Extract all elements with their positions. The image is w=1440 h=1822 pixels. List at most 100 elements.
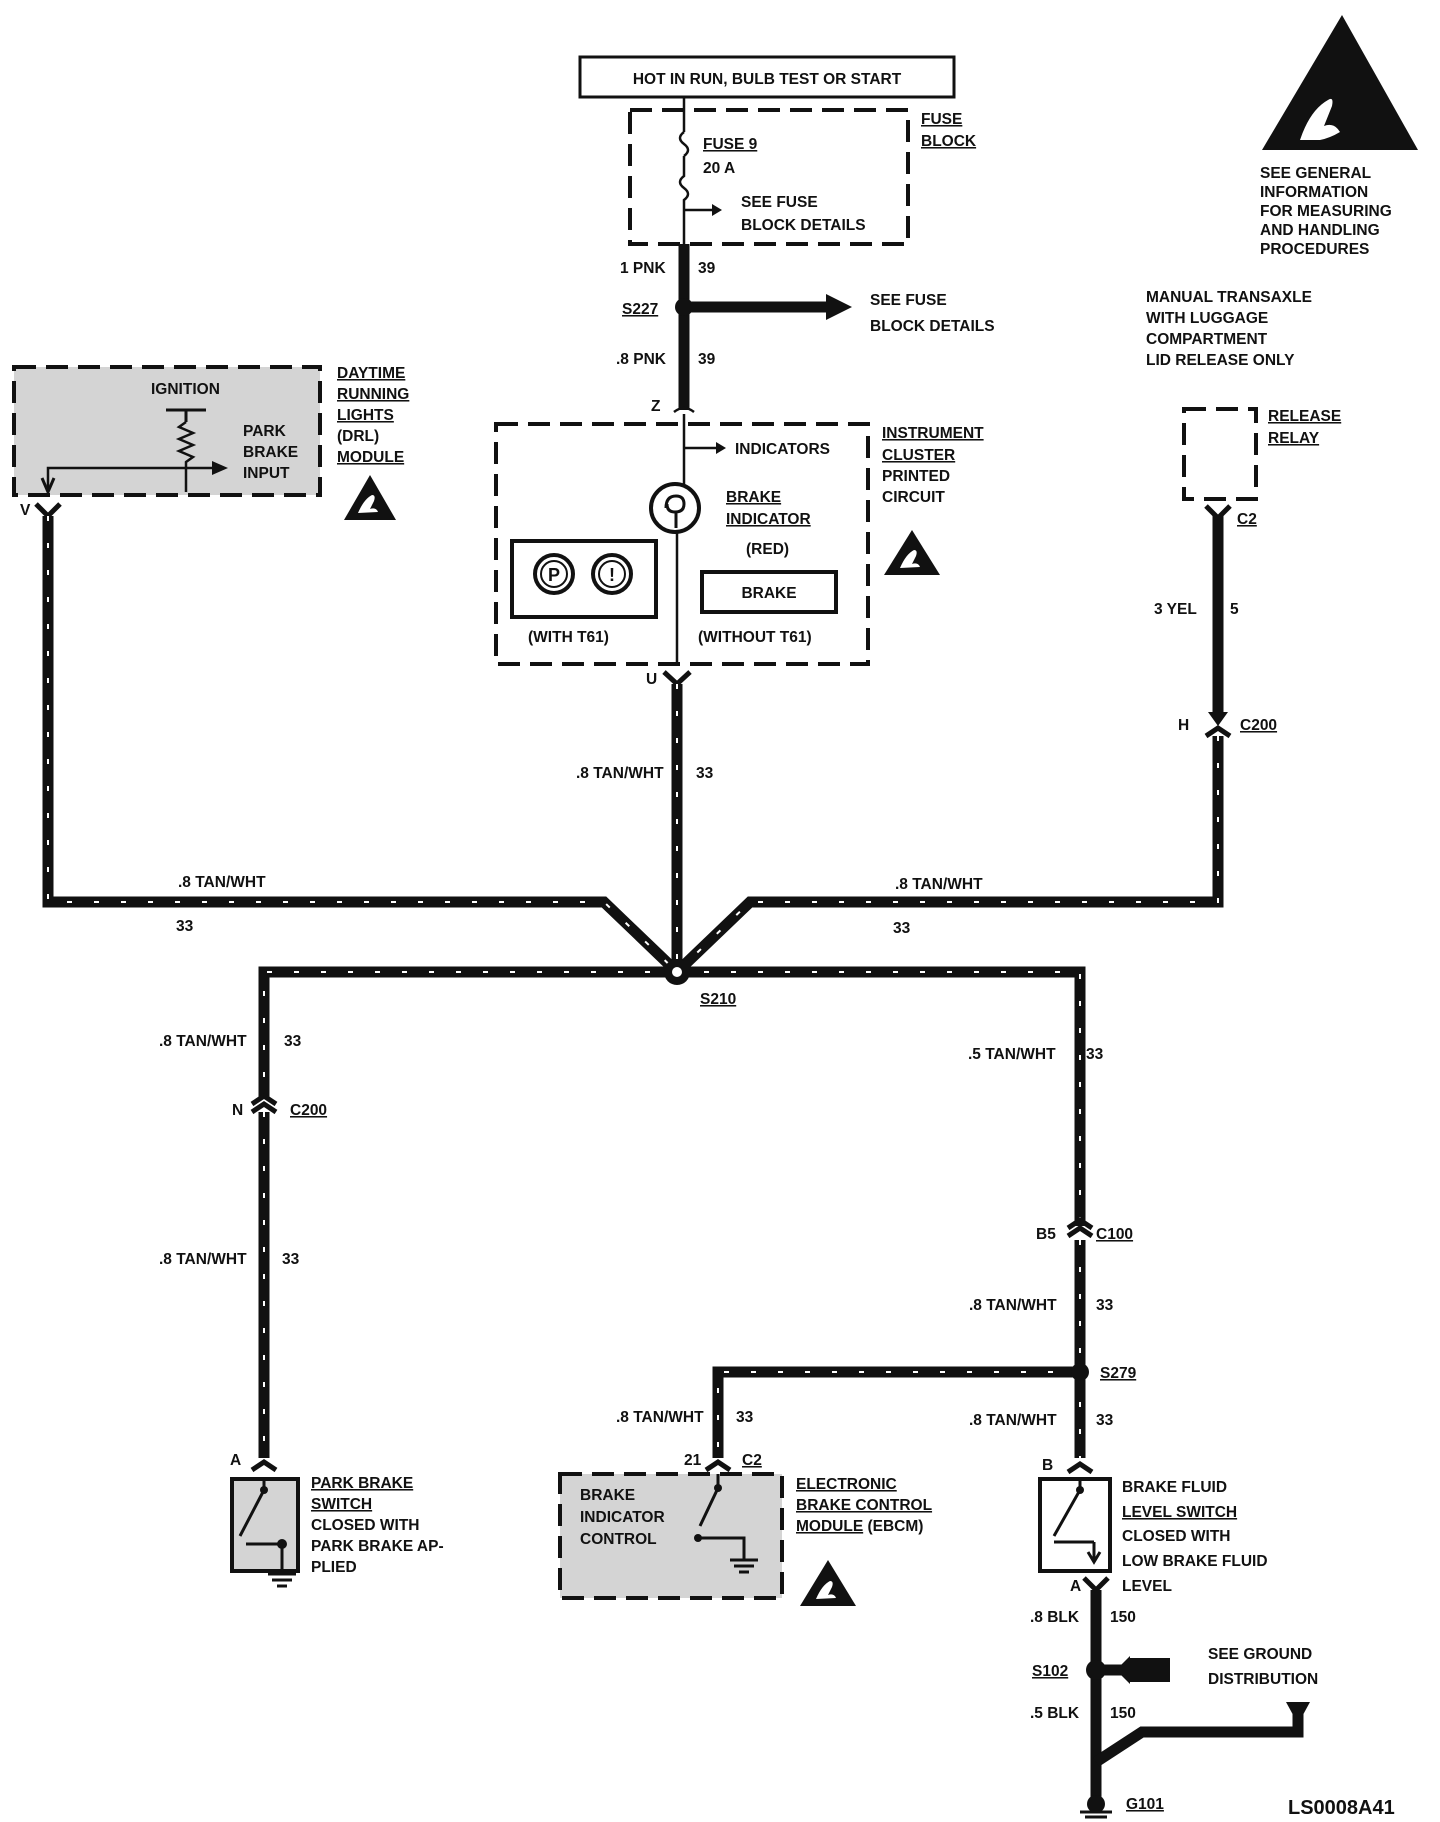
esd-note-3: FOR MEASURING	[1260, 203, 1392, 220]
splice-s279	[1071, 1363, 1089, 1381]
cluster-bulb-1: BRAKE	[726, 489, 781, 506]
right-pin-b5: B5	[1036, 1226, 1056, 1243]
cluster-color: (RED)	[746, 541, 789, 558]
cluster-pin-z: Z	[651, 398, 661, 415]
left-circuit-1: 33	[284, 1033, 302, 1050]
fuse-block-title-1: FUSE	[921, 111, 962, 128]
s227-details-1: SEE FUSE	[870, 292, 947, 309]
fuse-block-box	[628, 108, 910, 246]
ground-g101-label: G101	[1126, 1796, 1164, 1813]
ebcm-connector	[704, 1458, 732, 1473]
relay-gauge: 3 YEL	[1154, 601, 1197, 618]
transaxle-note-2: WITH LUGGAGE	[1146, 310, 1268, 327]
indicators-arrowhead	[716, 442, 726, 454]
fluid-switch-arrow	[1086, 1542, 1102, 1565]
wire-mid-gauge: .8 PNK	[616, 351, 667, 368]
cluster-esd-icon	[884, 530, 940, 575]
wire-right-h-circuit: 33	[893, 920, 911, 937]
right-circuit-2: 33	[1096, 1297, 1114, 1314]
drl-down-arrow	[40, 477, 56, 496]
left-gauge-1: .8 TAN/WHT	[159, 1033, 247, 1050]
cluster-title-2: CLUSTER	[882, 447, 955, 464]
brake-text-box	[700, 570, 838, 614]
cluster-title-1: INSTRUMENT	[882, 425, 984, 442]
esd-note-4: AND HANDLING	[1260, 222, 1380, 239]
fluid-switch-desc-3: LEVEL	[1122, 1578, 1172, 1595]
park-brake-switch-box	[230, 1477, 300, 1573]
ground-dist-2: DISTRIBUTION	[1208, 1671, 1318, 1688]
ebcm-gauge: .8 TAN/WHT	[616, 1409, 704, 1426]
ebcm-pin: 21	[684, 1452, 702, 1469]
relay-conn-c200: C200	[1240, 717, 1277, 734]
park-switch-ground-icon	[268, 1556, 296, 1588]
ebcm-title-3: MODULE (EBCM)	[796, 1518, 923, 1535]
wire-left-h-gauge: .8 TAN/WHT	[178, 874, 266, 891]
esd-note-5: PROCEDURES	[1260, 241, 1369, 258]
ground-dist-down-arrow	[1286, 1702, 1310, 1724]
s227-details-2: BLOCK DETAILS	[870, 318, 995, 335]
wire-u-circuit: 33	[696, 765, 714, 782]
drl-input-arrowhead	[212, 461, 228, 475]
ebcm-title-1: ELECTRONIC	[796, 1476, 897, 1493]
fluid-switch-title-2: LEVEL SWITCH	[1122, 1504, 1237, 1521]
fuse-name: FUSE 9	[703, 136, 758, 153]
drl-title-2: RUNNING	[337, 386, 409, 403]
ebcm-inner-2: INDICATOR	[580, 1509, 665, 1526]
right-pin-b: B	[1042, 1457, 1053, 1474]
drl-title-1: DAYTIME	[337, 365, 405, 382]
fuse-details-1: SEE FUSE	[741, 194, 818, 211]
fuse-details-arrowhead	[712, 204, 722, 216]
s102-arrow-tip	[1130, 1658, 1170, 1682]
drl-ignition: IGNITION	[151, 381, 220, 398]
ebcm-conn: C2	[742, 1452, 762, 1469]
right-gauge-3: .8 TAN/WHT	[969, 1412, 1057, 1429]
cluster-connector-u	[662, 670, 692, 688]
fuse-block-title-2: BLOCK	[921, 133, 977, 150]
relay-pin-h: H	[1178, 717, 1189, 734]
drl-pin-v: V	[20, 502, 31, 519]
left-gauge-2: .8 TAN/WHT	[159, 1251, 247, 1268]
park-p-letter: P	[548, 565, 560, 585]
ebcm-ground-icon	[730, 1558, 758, 1574]
drl-esd-icon	[344, 475, 396, 520]
fuse-rating: 20 A	[703, 160, 735, 177]
right-gauge-2: .8 TAN/WHT	[969, 1297, 1057, 1314]
drl-input-line	[46, 466, 212, 492]
warning-excl-icon	[591, 553, 633, 595]
park-p-icon	[533, 553, 575, 595]
doc-code: LS0008A41	[1288, 1797, 1395, 1819]
splice-s102-label: S102	[1032, 1663, 1068, 1680]
brake-indicator-bulb-icon	[649, 482, 701, 534]
right-conn-c100: C100	[1096, 1226, 1133, 1243]
park-brake-switch-pivot	[260, 1486, 268, 1494]
park-switch-title-2: SWITCH	[311, 1496, 372, 1513]
ebcm-switch-point	[694, 1534, 702, 1542]
wire-mid-circuit: 39	[698, 351, 716, 368]
esd-note-1: SEE GENERAL	[1260, 165, 1371, 182]
drl-park-1: PARK	[243, 423, 287, 440]
ebcm-esd-icon	[800, 1560, 856, 1606]
park-switch-desc-2: PARK BRAKE AP-	[311, 1538, 444, 1555]
wire-u-gauge: .8 TAN/WHT	[576, 765, 664, 782]
left-pin-n: N	[232, 1102, 243, 1119]
warning-excl-letter: !	[609, 565, 615, 585]
instrument-cluster-box	[494, 422, 870, 666]
splice-s210-label: S210	[700, 991, 736, 1008]
ebcm-circuit: 33	[736, 1409, 754, 1426]
power-source-label: HOT IN RUN, BULB TEST OR START	[633, 71, 902, 88]
drl-park-2: BRAKE	[243, 444, 298, 461]
drl-title-3: LIGHTS	[337, 407, 394, 424]
splice-s227-label: S227	[622, 301, 658, 318]
wire-left-h-circuit: 33	[176, 918, 194, 935]
transaxle-note-4: LID RELEASE ONLY	[1146, 352, 1295, 369]
with-t61-box	[510, 539, 658, 619]
park-switch-title-1: PARK BRAKE	[311, 1475, 413, 1492]
cluster-with-t61: (WITH T61)	[528, 629, 609, 646]
fluid-switch-box	[1038, 1477, 1112, 1573]
relay-title-1: RELEASE	[1268, 408, 1341, 425]
cluster-pin-u: U	[646, 671, 657, 688]
drl-module-fill	[14, 367, 320, 495]
relay-conn-c2: C2	[1237, 511, 1257, 528]
park-switch-desc-3: PLIED	[311, 1559, 357, 1576]
